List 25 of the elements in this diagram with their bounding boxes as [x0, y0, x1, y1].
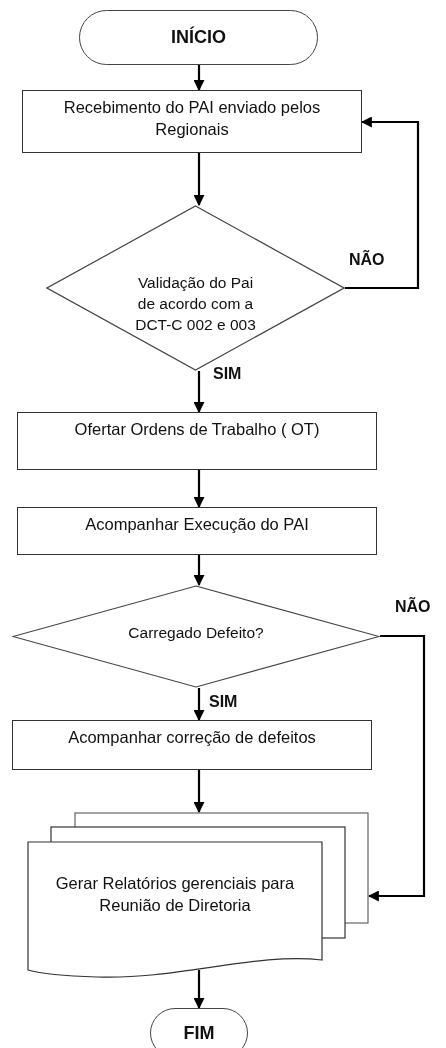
node-text: Recebimento do PAI enviado pelos Regionais [62, 97, 322, 140]
arrow [345, 116, 420, 290]
node-text: Acompanhar correção de defeitos [68, 727, 316, 748]
process-box [22, 90, 362, 153]
decision-diamond [12, 585, 380, 688]
multi-document-shape [27, 812, 369, 978]
node-text: INÍCIO [171, 25, 226, 49]
arrow [193, 371, 205, 414]
process-box [17, 412, 377, 470]
node-text: Acompanhar Execução do PAI [85, 514, 309, 535]
node-text: Ofertar Ordens de Trabalho ( OT) [74, 419, 320, 440]
arrow [193, 65, 205, 92]
arrow [193, 470, 205, 509]
node-text: Gerar Relatórios gerenciais para Reunião de Diretoria [54, 873, 296, 916]
arrow [193, 688, 205, 722]
arrow [193, 153, 205, 207]
arrow [193, 555, 205, 587]
process-box [17, 507, 377, 555]
node-text: Validação do Pai de acordo com a DCT-C 002 e 003 [134, 272, 257, 335]
node-text: Carregado Defeito? [127, 623, 265, 643]
arrow [193, 970, 205, 1010]
arrow [193, 770, 205, 814]
node-text: FIM [183, 1021, 215, 1045]
process-box [12, 720, 372, 770]
terminator-shape [150, 1008, 248, 1048]
